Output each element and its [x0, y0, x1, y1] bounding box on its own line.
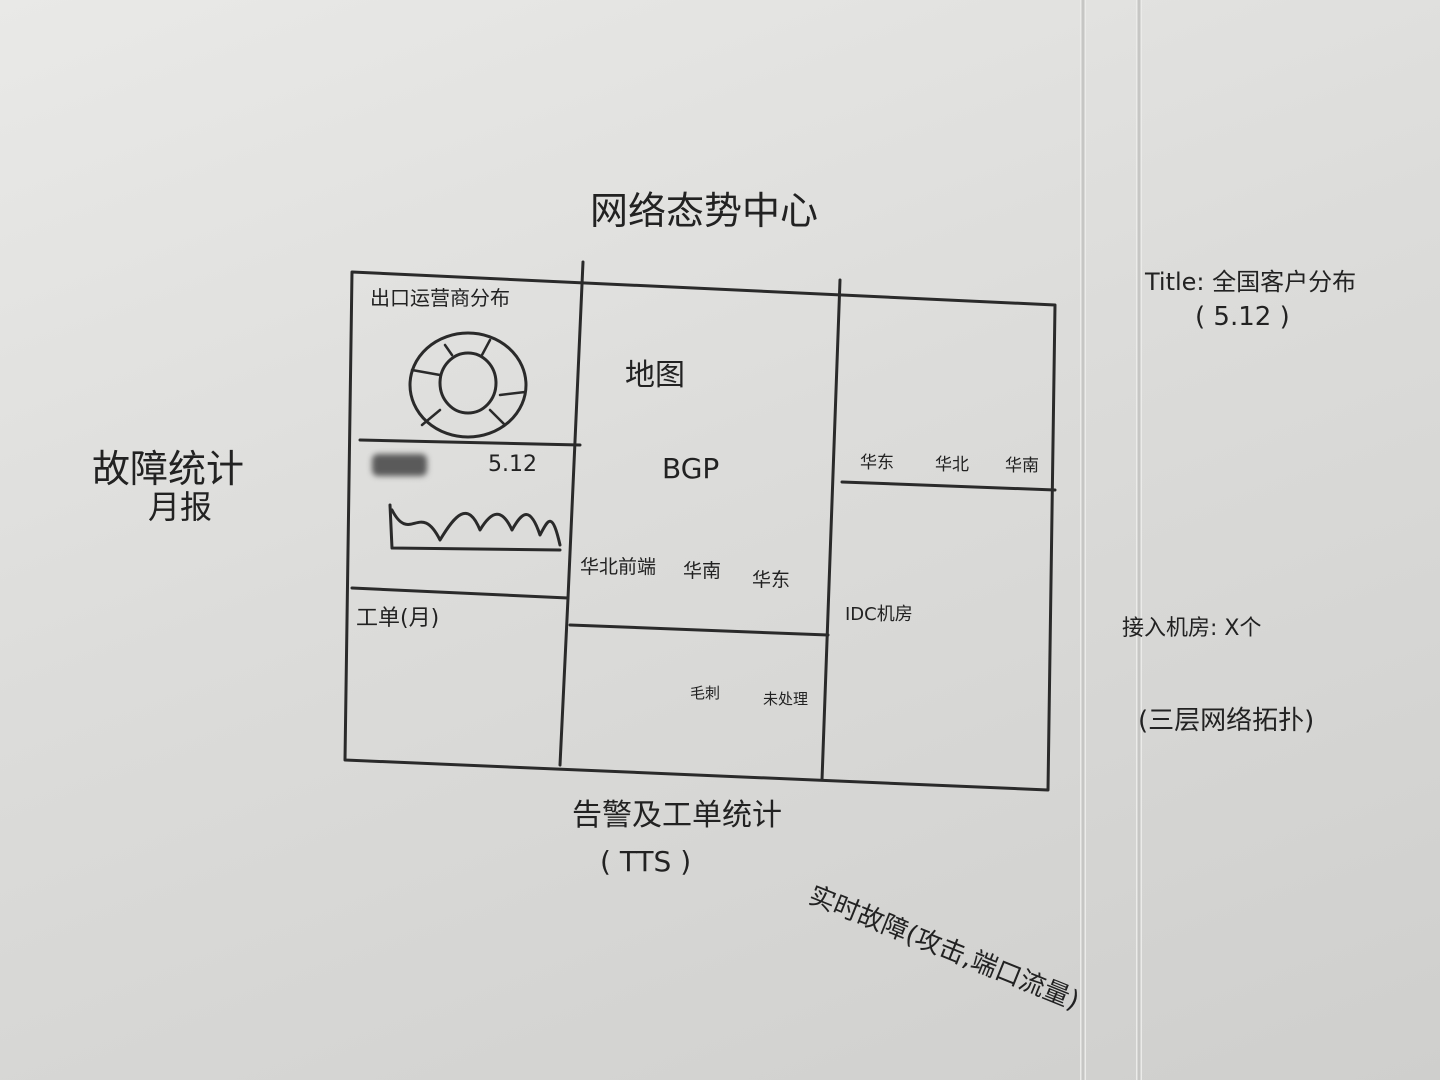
region-button-huadong: 华东: [860, 453, 894, 473]
annotation-alarm-stats: 告警及工单统计: [572, 798, 782, 833]
idc-title: IDC机房: [845, 604, 913, 625]
dashboard-frame: [343, 270, 1057, 792]
glass-seam-right: [1136, 0, 1142, 1080]
annotation-monthly-report: 月报: [148, 488, 213, 526]
erased-label: [372, 454, 427, 476]
right-column-divider: [820, 278, 842, 782]
map-region-huabei: 华北前端: [580, 556, 657, 578]
pending-label: 未处理: [763, 690, 809, 708]
operator-distribution-title: 出口运营商分布: [370, 286, 510, 310]
ticket-chart-title: 工单(月): [356, 606, 440, 631]
left-row-divider-2: [350, 586, 570, 600]
annotation-topology: (三层网络拓扑): [1138, 706, 1315, 736]
region-button-huabei: 华北: [935, 455, 969, 475]
left-column-divider: [566, 260, 585, 600]
annotation-customer-date: ( 5.12 ): [1195, 302, 1290, 332]
region-button-huanan: 华南: [1005, 456, 1039, 476]
annotation-customer-distribution: Title: 全国客户分布: [1145, 268, 1357, 296]
donut-chart: [408, 331, 528, 439]
wave-chart: [388, 503, 562, 552]
center-row-divider: [568, 623, 830, 637]
annotation-access-rooms: 接入机房: X个: [1122, 616, 1262, 641]
board-title: 网络态势中心: [590, 189, 819, 233]
glass-seam-left: [1080, 0, 1086, 1080]
map-center-label: BGP: [662, 452, 720, 485]
map-region-huanan: 华南: [683, 560, 722, 582]
annotation-tts: ( TTS ): [600, 845, 692, 878]
map-title: 地图: [625, 358, 685, 393]
right-row-divider: [840, 480, 1057, 492]
fault-stats-date: 5.12: [488, 452, 537, 477]
burr-label: 毛刺: [690, 684, 721, 702]
map-region-huadong: 华东: [752, 569, 791, 591]
left-row-divider-1: [358, 438, 582, 447]
annotation-fault-stats: 故障统计: [92, 447, 245, 491]
